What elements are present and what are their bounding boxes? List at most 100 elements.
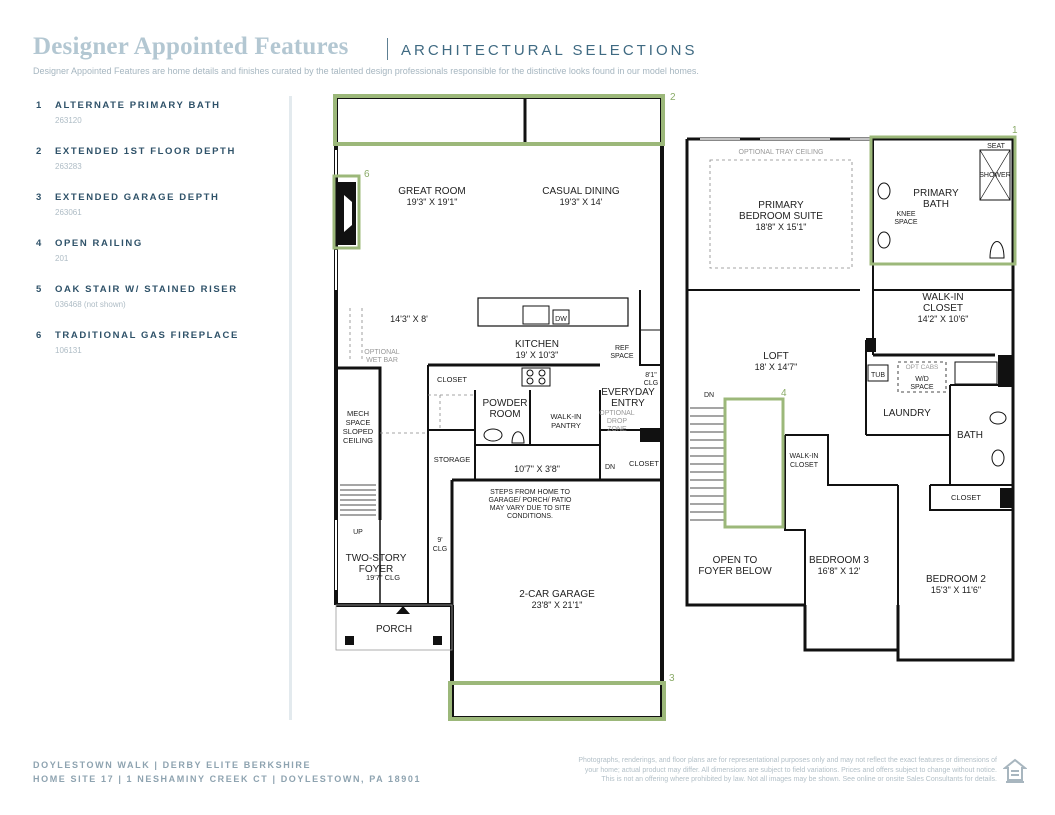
feature-name: TRADITIONAL GAS FIREPLACE	[55, 330, 239, 341]
label-foyer-1: TWO-STORY	[346, 553, 407, 564]
feature-number: 4	[36, 238, 42, 249]
feature-name: EXTENDED GARAGE DEPTH	[55, 192, 220, 203]
page-subtitle: ARCHITECTURAL SELECTIONS	[401, 42, 698, 59]
label-tub: TUB	[871, 372, 885, 379]
label-steps-4: CONDITIONS.	[507, 513, 553, 520]
label-kitchen-dim: 19' X 10'3"	[516, 350, 559, 360]
second-floor-plan	[685, 137, 1015, 662]
feature-number: 3	[36, 192, 42, 203]
label-laundry: LAUNDRY	[883, 408, 931, 419]
label-kitchen: KITCHEN	[515, 339, 559, 350]
feature-name: OAK STAIR W/ STAINED RISER	[55, 284, 238, 295]
feature-number: 2	[36, 146, 42, 157]
label-mech-3: SLOPED	[343, 427, 374, 436]
label-suite-dim: 18'8" X 15'1"	[756, 222, 807, 232]
label-tray: OPTIONAL TRAY CEILING	[739, 149, 824, 156]
label-open-foyer-2: FOYER BELOW	[698, 566, 772, 577]
label-clg9-1: 9'	[437, 537, 442, 544]
highlight-primary-bath	[869, 135, 1017, 266]
label-pantry-2: PANTRY	[551, 421, 581, 430]
marker-2: 2	[670, 92, 676, 103]
label-steps-1: STEPS FROM HOME TO	[490, 489, 570, 496]
label-powder-1: POWDER	[483, 398, 528, 409]
marker-4: 4	[781, 388, 787, 399]
label-ref-1: REF	[615, 345, 629, 352]
equal-housing-opportunity-icon	[1003, 758, 1027, 783]
disclaimer-line: This is not an offering where prohibited…	[601, 776, 997, 783]
highlight-fireplace	[332, 174, 361, 250]
label-pbath-1: PRIMARY	[913, 188, 959, 199]
highlight-extended-first-floor	[333, 94, 665, 146]
label-great-room: GREAT ROOM	[398, 186, 465, 197]
label-mech-1: MECH	[347, 409, 369, 418]
label-bedroom3: BEDROOM 3	[809, 555, 869, 566]
label-clg9-2: CLG	[433, 546, 447, 553]
address-line: HOME SITE 17 | 1 NESHAMINY CREEK CT | DO…	[33, 774, 422, 784]
intro-text: Designer Appointed Features are home det…	[33, 66, 699, 76]
label-entry-1: EVERYDAY	[601, 387, 655, 398]
label-pbath-2: BATH	[923, 199, 949, 210]
label-wic-dim: 14'2" X 10'6"	[918, 314, 969, 324]
highlight-extended-garage	[448, 681, 666, 721]
label-powder-2: ROOM	[489, 409, 520, 420]
feature-code: 263120	[55, 116, 82, 125]
feature-code: 263283	[55, 162, 82, 171]
vertical-divider	[289, 96, 292, 720]
label-suite-2: BEDROOM SUITE	[739, 211, 823, 222]
community-line: DOYLESTOWN WALK | DERBY ELITE BERKSHIRE	[33, 760, 312, 770]
label-knee-2: SPACE	[894, 219, 918, 226]
label-suite-1: PRIMARY	[758, 200, 804, 211]
feature-code: 036468 (not shown)	[55, 300, 126, 309]
label-open-foyer-1: OPEN TO	[713, 555, 758, 566]
disclaimer-line: Photographs, renderings, and floor plans…	[578, 757, 997, 764]
label-steps-2: GARAGE/ PORCH/ PATIO	[489, 497, 573, 504]
label-mech-2: SPACE	[346, 418, 371, 427]
label-shower: SHOWER	[979, 172, 1011, 179]
label-drop-2: DROP	[607, 418, 628, 425]
feature-code: 263061	[55, 208, 82, 217]
second-floor-labels: OPTIONAL TRAY CEILING PRIMARY BEDROOM SU…	[698, 143, 1010, 595]
marker-3: 3	[669, 673, 675, 684]
label-wet-bar-1: OPTIONAL	[364, 349, 400, 356]
label-great-room-dim: 19'3" X 19'1"	[407, 197, 458, 207]
label-dn-2: DN	[704, 392, 714, 399]
label-closet-c: CLOSET	[951, 493, 981, 502]
label-closet-a: CLOSET	[437, 375, 467, 384]
label-casual-dining-dim: 19'3" X 14'	[560, 197, 603, 207]
label-storage: STORAGE	[434, 455, 471, 464]
label-wd-3: SPACE	[910, 384, 934, 391]
label-pantry-1: WALK-IN	[551, 412, 582, 421]
feature-code: 201	[55, 254, 69, 263]
label-wd-2: W/D	[915, 376, 929, 383]
page-title: Designer Appointed Features	[33, 33, 349, 60]
feature-name: ALTERNATE PRIMARY BATH	[55, 100, 221, 111]
feature-number: 5	[36, 284, 42, 295]
first-floor-labels: GREAT ROOM 19'3" X 19'1" CASUAL DINING 1…	[343, 186, 660, 635]
label-porch: PORCH	[376, 624, 412, 635]
label-dw: DW	[555, 316, 567, 323]
label-casual-dining: CASUAL DINING	[542, 186, 620, 197]
label-clg8-2: CLG	[644, 380, 658, 387]
label-wet-bar-2: WET BAR	[366, 357, 398, 364]
label-wic3-2: CLOSET	[790, 462, 819, 469]
label-garage: 2-CAR GARAGE	[519, 589, 595, 600]
label-bedroom2-dim: 15'3" X 11'6"	[931, 585, 981, 595]
label-foyer-3: 19'7" CLG	[366, 573, 400, 582]
label-wic3-1: WALK-IN	[790, 453, 819, 460]
label-hall-dim: 10'7" X 3'8"	[514, 464, 560, 474]
disclaimer-line: your home; actual product may differ. Al…	[584, 766, 997, 774]
label-wd-1: OPT CABS	[906, 364, 939, 371]
label-foyer-2: FOYER	[359, 564, 393, 575]
label-loft-dim: 18' X 14'7"	[755, 362, 798, 372]
label-wic-1: WALK-IN	[922, 292, 963, 303]
label-bedroom2: BEDROOM 2	[926, 574, 986, 585]
label-drop-1: OPTIONAL	[599, 410, 635, 417]
label-dn-1: DN	[605, 464, 615, 471]
marker-6: 6	[364, 169, 370, 180]
label-clg8-1: 8'1"	[645, 372, 657, 379]
label-knee-1: KNEE	[896, 211, 915, 218]
label-garage-dim: 23'8" X 21'1"	[532, 600, 583, 610]
feature-markers: 1 2 3 4 6	[364, 92, 1018, 684]
label-wic-2: CLOSET	[923, 303, 963, 314]
label-steps-3: MAY VARY DUE TO SITE	[490, 505, 571, 512]
